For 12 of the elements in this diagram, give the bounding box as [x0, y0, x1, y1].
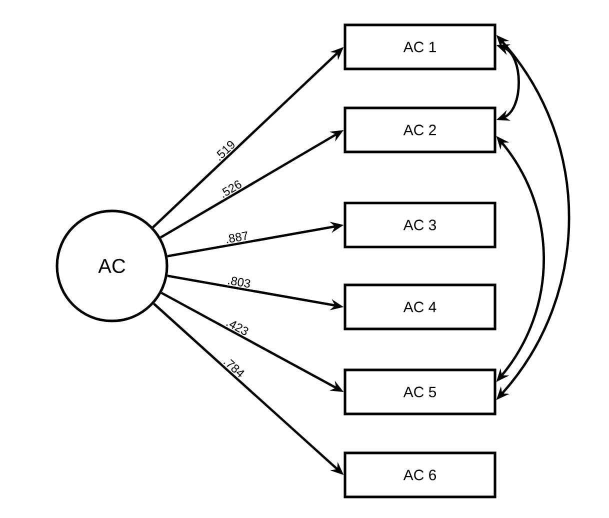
variable-box: AC 5 — [344, 368, 496, 416]
edge-label: .526 — [222, 180, 242, 198]
variable-box: AC 3 — [344, 202, 496, 248]
variable-box: AC 4 — [344, 284, 496, 330]
edge-label: .519 — [216, 140, 234, 161]
edge-label: .803 — [228, 276, 250, 288]
edge-label: .887 — [226, 231, 248, 244]
variable-box: AC 1 — [344, 24, 496, 70]
variable-box: AC 2 — [344, 106, 496, 154]
variable-box: AC 6 — [344, 452, 496, 498]
edge-label: .784 — [223, 359, 244, 378]
edge-label: .423 — [226, 321, 248, 336]
